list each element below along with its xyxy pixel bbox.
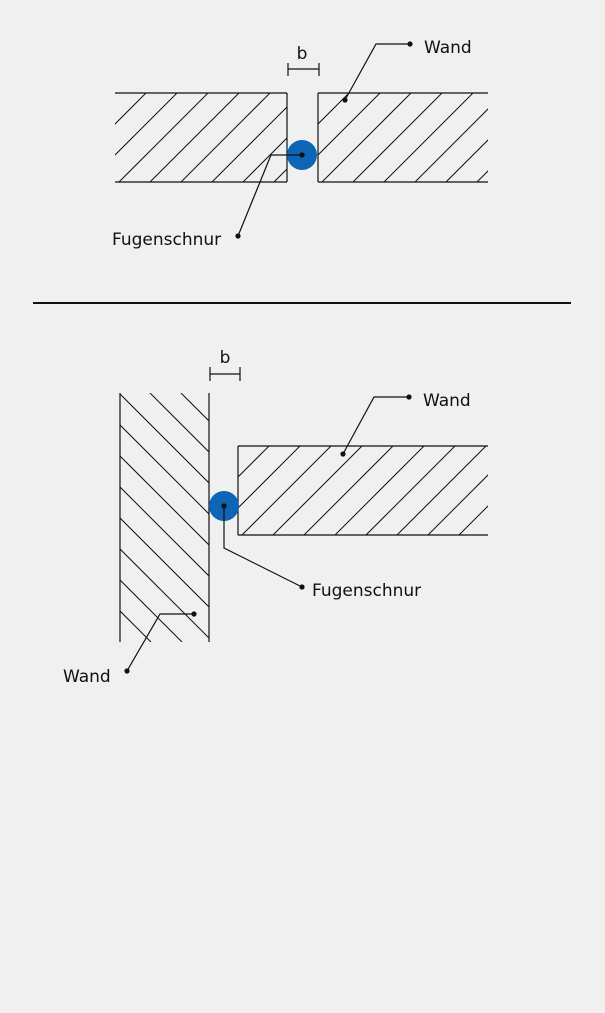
top-gap-label: b (297, 44, 308, 64)
hatch-line (352, 93, 443, 182)
top-wall-leader: Wand (342, 38, 472, 103)
hatch-line (458, 505, 488, 535)
bottom-gap-label: b (220, 348, 231, 368)
bottom-diagram: b Wand Fugenschnur Wand (63, 348, 605, 687)
hatch-line (120, 455, 209, 546)
top-left-wall (115, 92, 456, 183)
hatch-line (149, 93, 240, 182)
top-wall-label: Wand (424, 38, 472, 58)
top-right-wall-hatching (318, 93, 605, 182)
hatch-line (552, 446, 605, 535)
hatch-line (120, 548, 209, 639)
hatch-line (367, 93, 456, 182)
hatch-line (321, 93, 412, 182)
hatch-line (521, 446, 605, 535)
top-left-wall-hatching (115, 93, 456, 182)
hatch-line (120, 424, 209, 515)
top-diagram: b Wand Fugenschnur (112, 38, 605, 250)
hatch-line (211, 106, 287, 182)
hatch-line (238, 446, 239, 447)
hatch-line (570, 93, 605, 182)
hatch-line (120, 641, 121, 642)
hatch-line (180, 93, 271, 182)
hatch-line (396, 446, 487, 535)
hatch-line (318, 93, 350, 125)
hatch-line (120, 393, 209, 484)
hatch-line (120, 579, 183, 642)
bottom-cord-leader: Fugenschnur (221, 503, 421, 601)
hatch-line (149, 393, 209, 453)
top-cord-label: Fugenschnur (112, 230, 221, 250)
bottom-right-wall-label: Wand (423, 391, 471, 411)
hatch-line (272, 446, 363, 535)
hatch-line (490, 446, 579, 535)
hatch-line (303, 446, 394, 535)
bottom-left-wall-label: Wand (63, 667, 111, 687)
hatch-line (365, 446, 456, 535)
hatch-line (336, 93, 425, 182)
hatch-line (243, 393, 492, 642)
hatch-line (120, 486, 209, 577)
bottom-right-wall-leader: Wand (340, 391, 471, 457)
hatch-line (238, 446, 301, 509)
top-cord-leader: Fugenschnur (112, 152, 305, 250)
hatch-line (367, 393, 605, 642)
hatch-line (427, 474, 488, 535)
top-gap-dimension: b (287, 44, 320, 76)
hatch-line (445, 139, 488, 182)
hatch-line (115, 93, 147, 125)
hatch-line (508, 93, 597, 182)
hatch-line (414, 108, 488, 182)
bottom-right-wall (237, 445, 605, 536)
hatch-line (120, 517, 209, 608)
hatch-line (334, 446, 425, 535)
hatch-line (115, 93, 178, 156)
hatch-line (241, 446, 332, 535)
hatch-line (429, 393, 605, 642)
hatch-line (383, 93, 474, 182)
hatch-line (118, 93, 209, 182)
hatch-line (274, 393, 523, 642)
hatch-line (476, 170, 488, 182)
top-right-wall (317, 92, 605, 183)
hatch-line (539, 93, 605, 182)
hatch-line (212, 393, 461, 642)
hatch-line (336, 393, 585, 642)
bottom-left-wall-hatching (120, 393, 605, 642)
hatch-line (305, 393, 554, 642)
hatch-line (398, 393, 605, 642)
bottom-gap-dimension: b (209, 348, 241, 381)
bottom-left-wall-leader: Wand (63, 611, 197, 687)
bottom-right-wall-hatching (238, 446, 605, 535)
bottom-left-wall (119, 393, 605, 642)
hatch-line (115, 93, 116, 94)
hatch-line (318, 93, 381, 156)
hatch-line (238, 446, 270, 478)
bottom-cord-label: Fugenschnur (312, 581, 421, 601)
hatch-line (242, 137, 287, 182)
hatch-line (120, 610, 152, 642)
